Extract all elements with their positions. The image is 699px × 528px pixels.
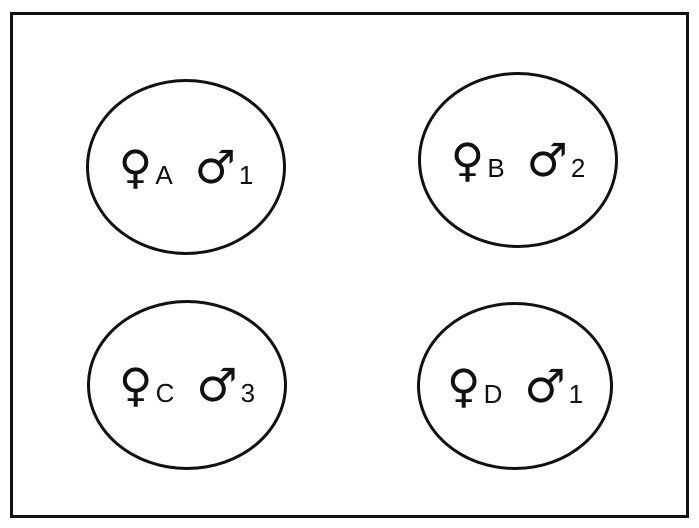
male-id: 1 — [238, 160, 254, 190]
female-symbol-icon: ♀ — [450, 133, 485, 187]
male-symbol-icon: ♂ — [196, 358, 238, 412]
male-id: 2 — [570, 153, 586, 183]
male-marker: ♂ 3 — [196, 362, 255, 408]
female-marker: ♀ B — [451, 137, 505, 183]
female-id: D — [483, 379, 503, 409]
group-circle-a: ♀ A ♂ 1 — [86, 79, 286, 255]
male-symbol-icon: ♂ — [524, 359, 566, 413]
group-circle-c: ♀ C ♂ 3 — [87, 300, 287, 470]
group-circle-d: ♀ D ♂ 1 — [417, 302, 613, 470]
female-marker: ♀ D — [447, 363, 502, 409]
female-symbol-icon: ♀ — [118, 140, 153, 194]
female-symbol-icon: ♀ — [118, 358, 153, 412]
male-marker: ♂ 1 — [195, 144, 254, 190]
group-circle-b: ♀ B ♂ 2 — [418, 72, 618, 248]
male-symbol-icon: ♂ — [526, 133, 568, 187]
group-label-b: ♀ B ♂ 2 — [421, 137, 615, 183]
female-marker: ♀ A — [119, 144, 173, 190]
male-id: 1 — [568, 379, 584, 409]
group-label-d: ♀ D ♂ 1 — [420, 363, 610, 409]
male-marker: ♂ 2 — [527, 137, 586, 183]
male-id: 3 — [240, 378, 256, 408]
male-marker: ♂ 1 — [524, 363, 583, 409]
group-label-c: ♀ C ♂ 3 — [90, 362, 284, 408]
male-symbol-icon: ♂ — [194, 140, 236, 194]
group-label-a: ♀ A ♂ 1 — [89, 144, 283, 190]
female-id: B — [487, 153, 505, 183]
female-id: C — [155, 378, 175, 408]
female-symbol-icon: ♀ — [446, 359, 481, 413]
female-marker: ♀ C — [119, 362, 174, 408]
female-id: A — [155, 160, 173, 190]
